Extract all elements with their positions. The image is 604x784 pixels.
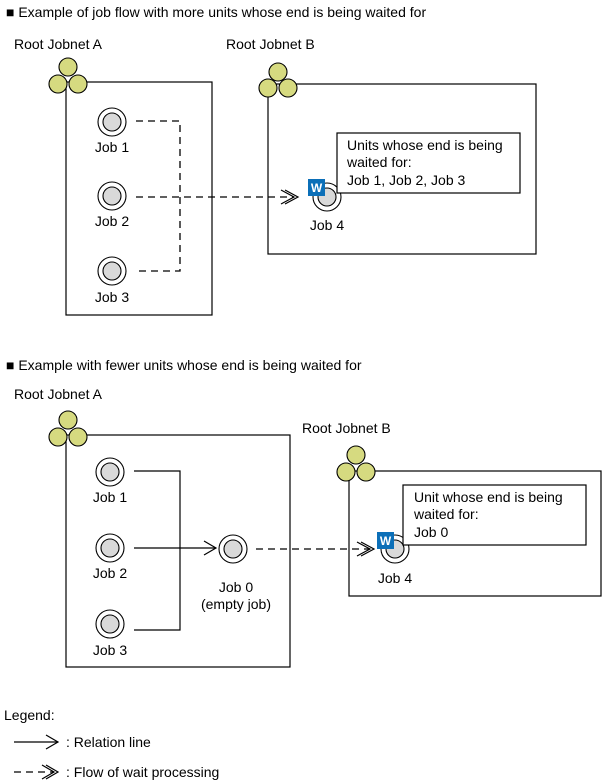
empty-job-label: (empty job)	[201, 596, 271, 612]
wait-badge-label: W	[380, 534, 392, 548]
job-1-label: Job 1	[93, 489, 127, 505]
root-jobnet-a-label: Root Jobnet A	[14, 386, 103, 402]
job-icon	[97, 256, 127, 286]
note-line-3: Job 1, Job 2, Job 3	[347, 172, 466, 188]
root-jobnet-b-label: Root Jobnet B	[302, 420, 391, 436]
jobnet-b-icon	[336, 445, 376, 482]
job-3-label: Job 3	[93, 642, 127, 658]
section1-heading: ■ Example of job flow with more units wh…	[6, 4, 426, 20]
wait-flow-sample	[14, 764, 60, 780]
job-icon	[95, 457, 125, 487]
jobnet-a-icon	[48, 410, 88, 447]
job-0-label: Job 0	[219, 579, 253, 595]
wait-badge-icon	[377, 532, 394, 549]
note-line-3: Job 0	[414, 524, 448, 540]
wait-flow-lines	[136, 120, 300, 272]
job-icon	[95, 533, 125, 563]
job-4-label: Job 4	[310, 217, 344, 233]
job-3-label: Job 3	[95, 289, 129, 305]
root-jobnet-b-label: Root Jobnet B	[226, 36, 315, 52]
jobnet-a-icon	[48, 57, 88, 94]
wait-badge-label: W	[311, 181, 323, 195]
wait-flow-lines	[256, 541, 376, 557]
job-icon	[218, 534, 248, 564]
note-line-1: Units whose end is being	[347, 137, 503, 153]
legend-relation-line-label: : Relation line	[66, 734, 151, 750]
root-jobnet-a-label: Root Jobnet A	[14, 36, 103, 52]
wait-units-note	[402, 484, 587, 546]
job-1-label: Job 1	[95, 139, 129, 155]
legend-wait-flow-label: : Flow of wait processing	[66, 764, 219, 780]
job-icon	[97, 181, 127, 211]
job-2-label: Job 2	[93, 565, 127, 581]
note-line-1: Unit whose end is being	[414, 489, 563, 505]
section2-heading: ■ Example with fewer units whose end is …	[6, 357, 362, 373]
legend-title: Legend:	[4, 707, 55, 723]
relation-line-sample	[14, 734, 60, 750]
job-4-label: Job 4	[378, 570, 412, 586]
job-icon	[95, 609, 125, 639]
wait-badge-icon	[308, 179, 325, 196]
job-icon	[97, 107, 127, 137]
wait-units-note	[336, 132, 521, 194]
job-2-label: Job 2	[95, 213, 129, 229]
jobnet-b-icon	[258, 62, 298, 98]
note-line-2: waited for:	[413, 506, 479, 522]
relation-lines	[134, 470, 218, 631]
root-jobnet-a-box	[65, 81, 213, 316]
note-line-2: waited for:	[346, 154, 412, 170]
